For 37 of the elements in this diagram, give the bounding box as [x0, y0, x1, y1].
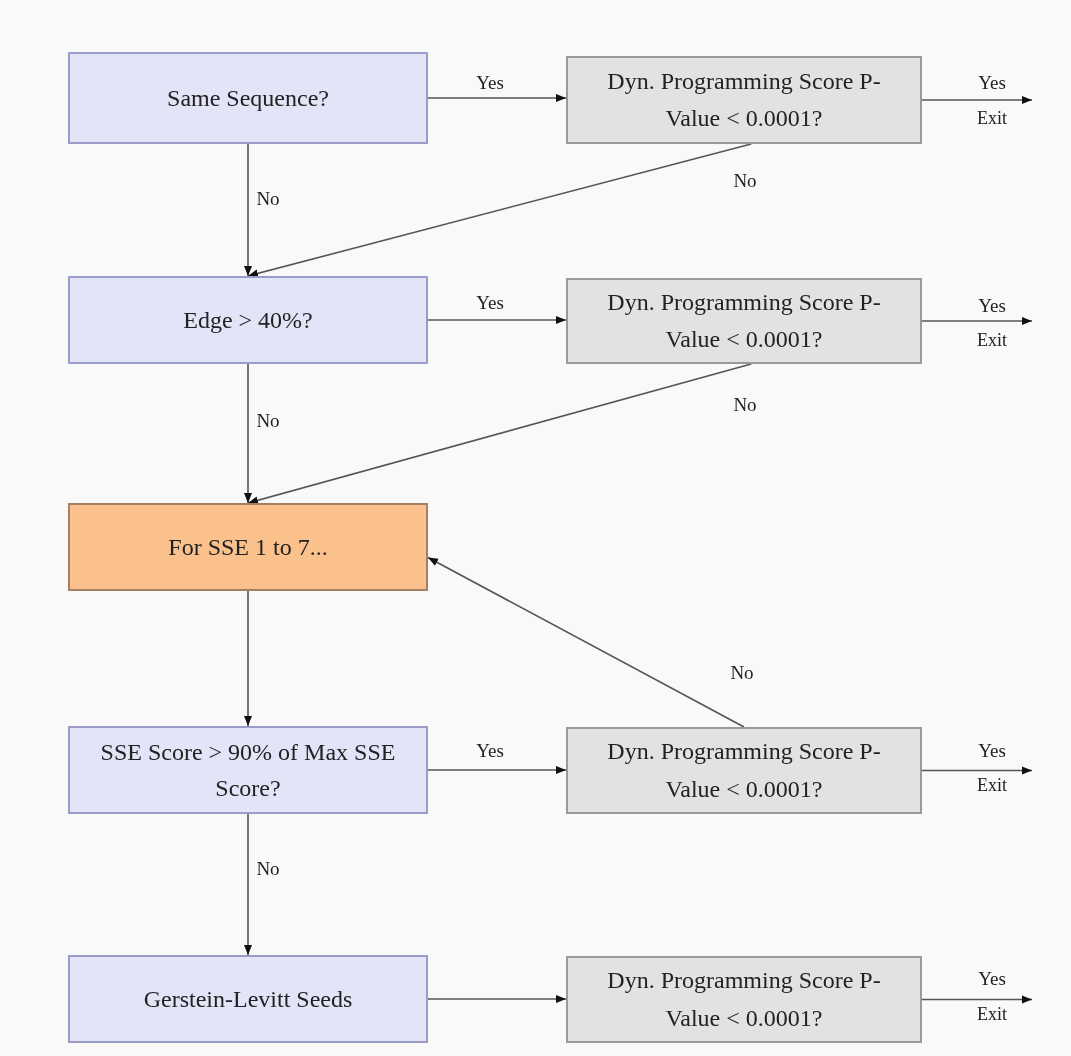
node-text: Dyn. Programming Score P-Value < 0.0001?	[606, 966, 882, 1033]
process-box	[566, 56, 922, 144]
exit-label: Exit	[977, 109, 1007, 127]
arrow	[427, 995, 567, 1003]
decision-box	[68, 52, 428, 144]
exit-label: Exit	[977, 331, 1007, 349]
loop-box	[68, 503, 428, 591]
process-box	[566, 278, 922, 364]
arrow	[244, 363, 252, 504]
process-box	[566, 727, 922, 814]
arrow	[921, 96, 1033, 104]
arrow	[427, 316, 567, 324]
arrow	[921, 995, 1033, 1004]
process-box	[566, 956, 922, 1043]
node-text: Same Sequence?	[167, 84, 329, 113]
decision-box	[68, 276, 428, 364]
node-text: For SSE 1 to 7...	[168, 533, 328, 562]
node-text: Dyn. Programming Score P-Value < 0.0001?	[606, 287, 882, 354]
exit-label: Exit	[977, 1005, 1007, 1023]
arrow	[921, 766, 1033, 775]
arrow	[427, 556, 745, 728]
arrow	[244, 590, 252, 727]
arrow	[247, 363, 752, 505]
arrow	[244, 813, 252, 956]
node-text: Gerstein-Levitt Seeds	[143, 985, 353, 1014]
decision-box	[68, 726, 428, 814]
node-text: Dyn. Programming Score P-Value < 0.0001?	[606, 66, 882, 133]
decision-box	[68, 955, 428, 1043]
arrow	[921, 317, 1033, 325]
arrow	[427, 766, 567, 774]
node-text: Dyn. Programming Score P-Value < 0.0001?	[606, 737, 882, 804]
arrow	[427, 94, 567, 102]
arrow	[247, 143, 752, 278]
arrow	[244, 143, 252, 277]
node-text: SSE Score > 90% of Max SSE Score?	[99, 738, 397, 803]
exit-label: Exit	[977, 776, 1007, 794]
node-text: Edge > 40%?	[183, 306, 313, 335]
